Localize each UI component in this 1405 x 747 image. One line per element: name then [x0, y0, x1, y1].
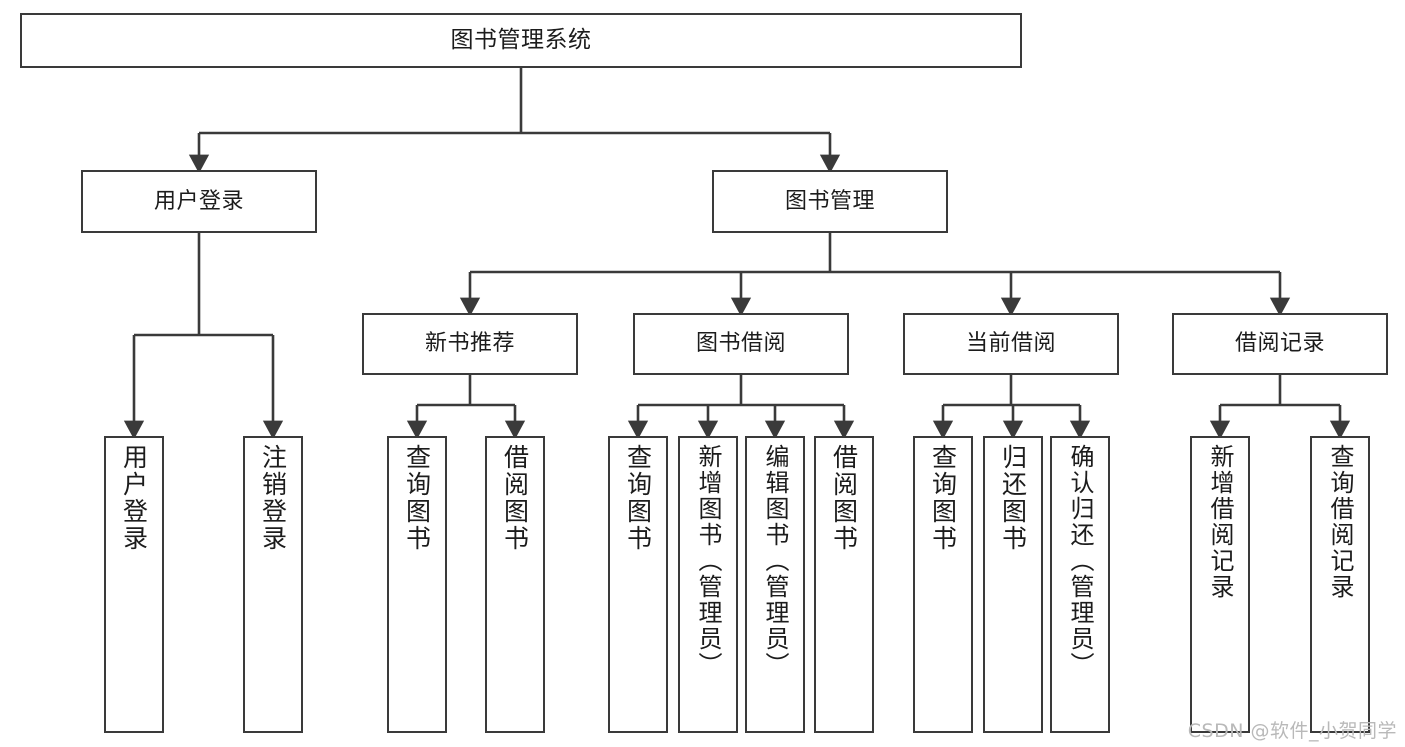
leaf-return-book[interactable]: 归还图书	[983, 436, 1043, 733]
node-new-book-recommend-label: 新书推荐	[424, 331, 515, 357]
leaf-user-logout[interactable]: 注销登录	[243, 436, 303, 733]
node-book-management-label: 图书管理	[784, 188, 875, 214]
node-borrow-record-label: 借阅记录	[1234, 331, 1325, 357]
leaf-edit-book-admin[interactable]: 编辑图书（管理员）	[745, 436, 805, 733]
leaf-user-logout-label: 注销登录	[258, 444, 288, 552]
node-root-label: 图书管理系统	[450, 26, 592, 53]
leaf-add-book-admin[interactable]: 新增图书（管理员）	[678, 436, 738, 733]
node-book-borrow[interactable]: 图书借阅	[633, 313, 849, 375]
leaf-user-login-label: 用户登录	[119, 444, 149, 552]
leaf-current-query-book-label: 查询图书	[928, 444, 958, 552]
leaf-confirm-return-admin[interactable]: 确认归还（管理员）	[1050, 436, 1110, 733]
leaf-query-borrow-record-label: 查询借阅记录	[1326, 444, 1354, 600]
leaf-new-book-borrow-label: 借阅图书	[500, 444, 530, 552]
leaf-add-book-admin-label: 新增图书（管理员）	[694, 444, 722, 678]
leaf-user-login[interactable]: 用户登录	[104, 436, 164, 733]
leaf-add-borrow-record-label: 新增借阅记录	[1206, 444, 1234, 600]
leaf-return-book-label: 归还图书	[998, 444, 1028, 552]
leaf-new-book-query-label: 查询图书	[402, 444, 432, 552]
leaf-borrow-book[interactable]: 借阅图书	[814, 436, 874, 733]
node-user-login-label: 用户登录	[153, 188, 244, 214]
leaf-add-borrow-record[interactable]: 新增借阅记录	[1190, 436, 1250, 733]
leaf-new-book-borrow[interactable]: 借阅图书	[485, 436, 545, 733]
node-root[interactable]: 图书管理系统	[20, 13, 1022, 68]
leaf-current-query-book[interactable]: 查询图书	[913, 436, 973, 733]
node-new-book-recommend[interactable]: 新书推荐	[362, 313, 578, 375]
leaf-edit-book-admin-label: 编辑图书（管理员）	[761, 444, 789, 678]
node-current-borrow-label: 当前借阅	[965, 331, 1056, 357]
node-user-login[interactable]: 用户登录	[81, 170, 317, 233]
node-book-borrow-label: 图书借阅	[695, 331, 786, 357]
leaf-confirm-return-admin-label: 确认归还（管理员）	[1066, 444, 1094, 678]
leaf-borrow-query-book-label: 查询图书	[623, 444, 653, 552]
leaf-query-borrow-record[interactable]: 查询借阅记录	[1310, 436, 1370, 733]
node-current-borrow[interactable]: 当前借阅	[903, 313, 1119, 375]
leaf-new-book-query[interactable]: 查询图书	[387, 436, 447, 733]
node-borrow-record[interactable]: 借阅记录	[1172, 313, 1388, 375]
leaf-borrow-book-label: 借阅图书	[829, 444, 859, 552]
leaf-borrow-query-book[interactable]: 查询图书	[608, 436, 668, 733]
node-book-management[interactable]: 图书管理	[712, 170, 948, 233]
